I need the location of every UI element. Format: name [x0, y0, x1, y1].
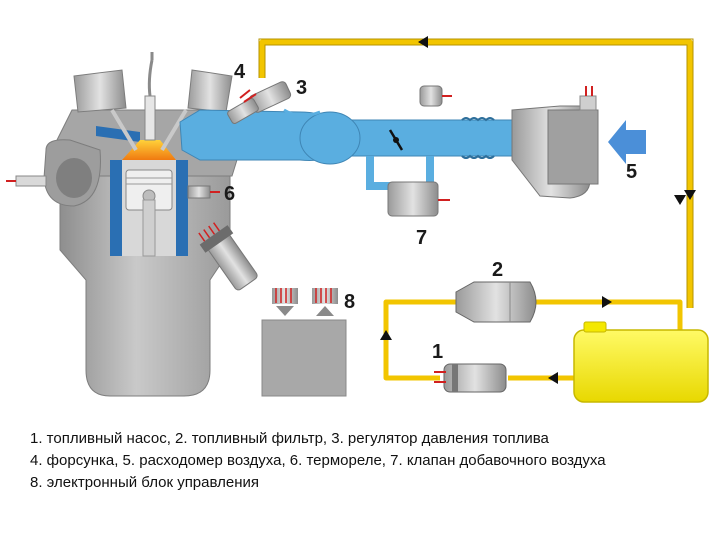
callout-4: 4 [234, 61, 246, 83]
ecu-unit [261, 288, 347, 397]
fuel-filter [455, 281, 537, 323]
fuel-injection-diagram: 1 2 3 4 5 6 7 8 [6, 36, 709, 403]
fuel-tank [573, 321, 709, 403]
callout-5: 5 [626, 161, 637, 183]
legend: 1. топливный насос, 2. топливный фильтр,… [30, 428, 710, 494]
distributor [198, 222, 258, 291]
fuel-pump [434, 363, 507, 393]
air-inflow-arrow [608, 120, 646, 164]
fuel-line-outline [258, 38, 694, 308]
pressure-regulator [248, 81, 321, 117]
legend-line-1: 1. топливный насос, 2. топливный фильтр,… [30, 430, 549, 447]
callout-3: 3 [296, 77, 307, 99]
callout-2: 2 [492, 259, 503, 281]
throttle-sensor [419, 85, 452, 107]
fuel-injector [227, 89, 259, 124]
flow-arrows [380, 36, 696, 384]
legend-line-2: 4. форсунка, 5. расходомер воздуха, 6. т… [30, 452, 606, 469]
callout-6: 6 [224, 183, 235, 205]
thermo-switch [187, 185, 220, 199]
aux-air-valve [387, 181, 450, 217]
callout-8: 8 [344, 291, 355, 313]
callout-1: 1 [432, 341, 443, 363]
legend-line-3: 8. электронный блок управления [30, 474, 259, 491]
air-flow-meter [511, 86, 599, 199]
callout-7: 7 [416, 227, 427, 249]
engine-block [6, 52, 241, 397]
intake-manifold [179, 109, 513, 190]
